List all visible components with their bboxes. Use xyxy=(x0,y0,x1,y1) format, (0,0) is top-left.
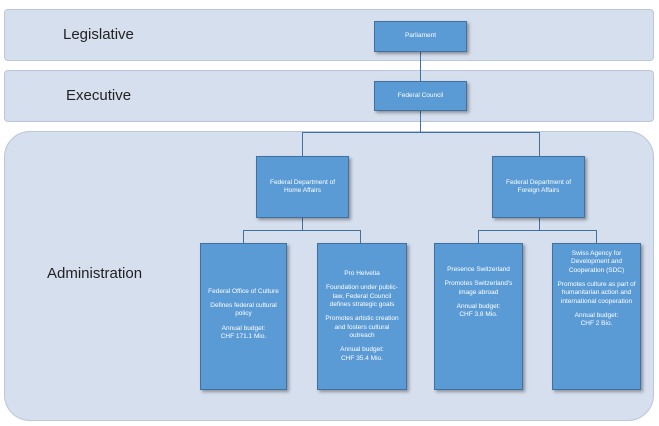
parliament-label: Parliament xyxy=(404,32,437,40)
parliament-node: Parliament xyxy=(374,21,467,52)
foreign-affairs-label: Federal Department of Foreign Affairs xyxy=(505,178,572,194)
pro-helvetia-budget-label: Annual budget: xyxy=(340,346,384,354)
presence-switzerland-desc: Promotes Switzerland's image abroad xyxy=(444,280,513,296)
sdc-desc: Promotes culture as part of humanitarian… xyxy=(557,280,636,305)
culture-office-node: Federal Office of Culture Defines federa… xyxy=(200,243,287,390)
pro-helvetia-desc2: Promotes artistic creation and fosters c… xyxy=(325,315,399,339)
legislative-band xyxy=(4,9,654,61)
sdc-budget: CHF 2 Bio. xyxy=(580,320,613,328)
sdc-title: Swiss Agency for Development and Coopera… xyxy=(568,250,625,274)
culture-office-title: Federal Office of Culture xyxy=(208,287,279,295)
culture-office-budget: CHF 171.1 Mio. xyxy=(220,332,267,340)
federal-council-node: Federal Council xyxy=(374,81,467,111)
presence-switzerland-budget: CHF 3.8 Mio. xyxy=(459,311,498,319)
presence-switzerland-title: Presence Switzerland xyxy=(447,266,510,273)
executive-band xyxy=(4,70,654,122)
presence-switzerland-budget-label: Annual budget: xyxy=(456,302,501,310)
sdc-node: Swiss Agency for Development and Coopera… xyxy=(552,243,641,390)
culture-office-budget-label: Annual budget: xyxy=(221,324,266,332)
presence-switzerland-node: Presence Switzerland Promotes Switzerlan… xyxy=(434,243,523,390)
federal-council-label: Federal Council xyxy=(397,91,444,99)
culture-office-desc: Defines federal cultural policy xyxy=(210,302,277,318)
administration-label: Administration xyxy=(47,265,143,282)
pro-helvetia-budget: CHF 35.4 Mio. xyxy=(341,354,383,362)
sdc-budget-label: Annual budget: xyxy=(574,311,619,319)
pro-helvetia-title: Pro Helvetia xyxy=(344,270,380,278)
home-affairs-label: Federal Department of Home Affairs xyxy=(269,178,336,194)
home-affairs-node: Federal Department of Home Affairs xyxy=(256,156,349,218)
pro-helvetia-node: Pro Helvetia Foundation under public-law… xyxy=(317,243,407,390)
executive-label: Executive xyxy=(66,87,132,104)
pro-helvetia-desc1: Foundation under public-law, Federal Cou… xyxy=(326,284,398,309)
legislative-label: Legislative xyxy=(63,26,134,43)
foreign-affairs-node: Federal Department of Foreign Affairs xyxy=(492,156,585,218)
